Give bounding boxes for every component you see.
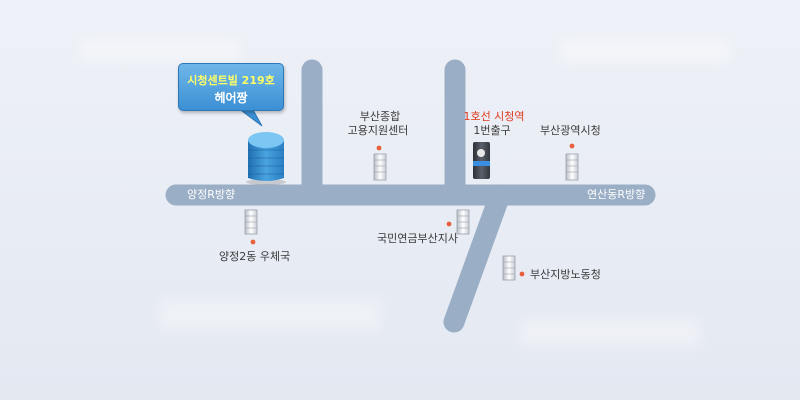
location-dots [250, 143, 575, 277]
destination-name: 헤어짱 [214, 91, 248, 105]
label-pension-office: 국민연금부산지사 [377, 232, 458, 245]
label-labor-office: 부산지방노동청 [530, 268, 601, 281]
building-icon-post-office [244, 209, 258, 235]
label-station-name: 1호선 시청역 [463, 110, 525, 123]
road-network [165, 59, 656, 333]
destination-building-icon [246, 132, 286, 185]
destination-callout: 시청센트빌 219호 헤어짱 [178, 63, 284, 111]
label-city-hall: 부산광역시청 [540, 124, 601, 137]
road-diagonal [443, 184, 511, 333]
label-busan-employment-line2: 고용지원센터 [347, 124, 409, 137]
label-station-exit: 1번출구 [473, 124, 511, 137]
building-icon-city-hall [565, 153, 579, 181]
building-icon-employment-center [373, 153, 387, 181]
label-post-office: 양정2동 우체국 [219, 250, 291, 263]
background-texture [80, 40, 730, 346]
label-busan-employment-line1: 부산종합 [359, 110, 401, 123]
building-icon-pension-office [456, 209, 470, 235]
building-icon-labor-office [502, 255, 516, 281]
road-label-right: 연산동R방향 [587, 188, 646, 201]
subway-exit-icon [473, 142, 490, 179]
destination-address: 시청센트빌 219호 [187, 74, 275, 87]
road-label-left: 양정R방향 [187, 188, 236, 201]
